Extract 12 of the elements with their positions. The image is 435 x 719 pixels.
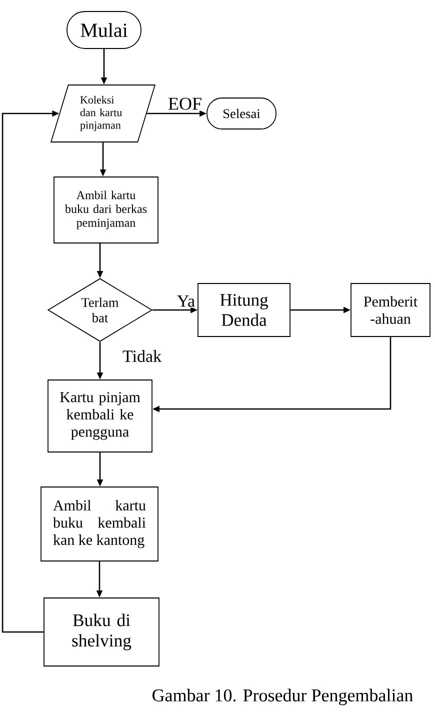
terminator: Mulai [66,11,142,49]
edge-label: EOF [167,96,203,111]
process-box: Kartu pinjam kembali ke pengguna [48,380,152,452]
edge-label: Ya [176,294,196,308]
process-box: Buku di shelving [44,598,160,666]
terminator: Selesai [206,98,276,130]
process-box: Ambil kartu buku kembali kan ke kantong [40,486,158,562]
process-box: Hitung Denda [198,283,290,337]
caption: Gambar 10. Prosedur Pengembalian [152,688,413,706]
edge-label: Tidak [121,349,163,363]
process-box: Ambil kartu buku dari berkas peminjaman [54,176,158,244]
process-box: Pemberit -ahuan [350,283,430,337]
